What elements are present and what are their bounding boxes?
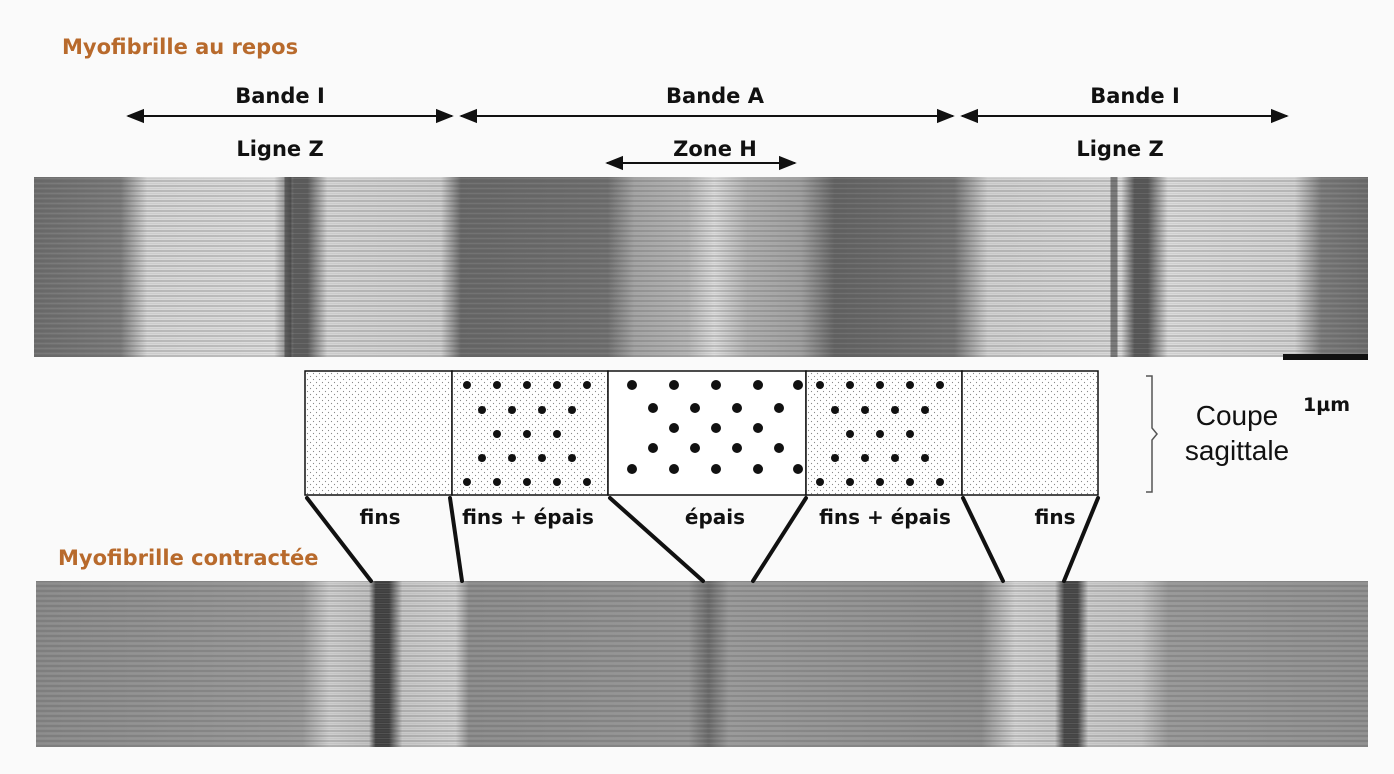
label-line-z-right: Ligne Z (1076, 137, 1164, 161)
segment-label-thin-left: fins (359, 505, 401, 529)
cross-section-label-line1: Coupe (1195, 400, 1279, 431)
label-band-a: Bande A (666, 84, 764, 108)
title-rest: Myofibrille au repos (62, 35, 299, 59)
label-band-i-left: Bande I (235, 84, 325, 108)
micrograph-rest (34, 177, 1368, 357)
cross-section-label: Coupe sagittale (1162, 398, 1312, 468)
connector-lines (305, 496, 1100, 583)
thick-dots-center (627, 380, 803, 474)
scale-bar (1283, 354, 1368, 360)
label-line-z-left: Ligne Z (236, 137, 324, 161)
cross-section-label-line2: sagittale (1184, 435, 1290, 466)
title-contracted: Myofibrille contractée (58, 546, 319, 570)
segment-label-mixed-left: fins + épais (462, 505, 594, 529)
segment-label-thick: épais (684, 505, 746, 529)
thick-dots-mixed-left (463, 381, 591, 486)
label-band-i-right: Bande I (1090, 84, 1180, 108)
scale-bar-label: 1µm (1303, 394, 1350, 416)
segment-label-thin-right: fins (1034, 505, 1076, 529)
micrograph-contracted (36, 581, 1368, 747)
segment-label-mixed-right: fins + épais (819, 505, 951, 529)
thick-dots-mixed-right (816, 381, 944, 486)
section-bracket (1146, 375, 1158, 493)
cross-section-boxes (304, 370, 1099, 496)
